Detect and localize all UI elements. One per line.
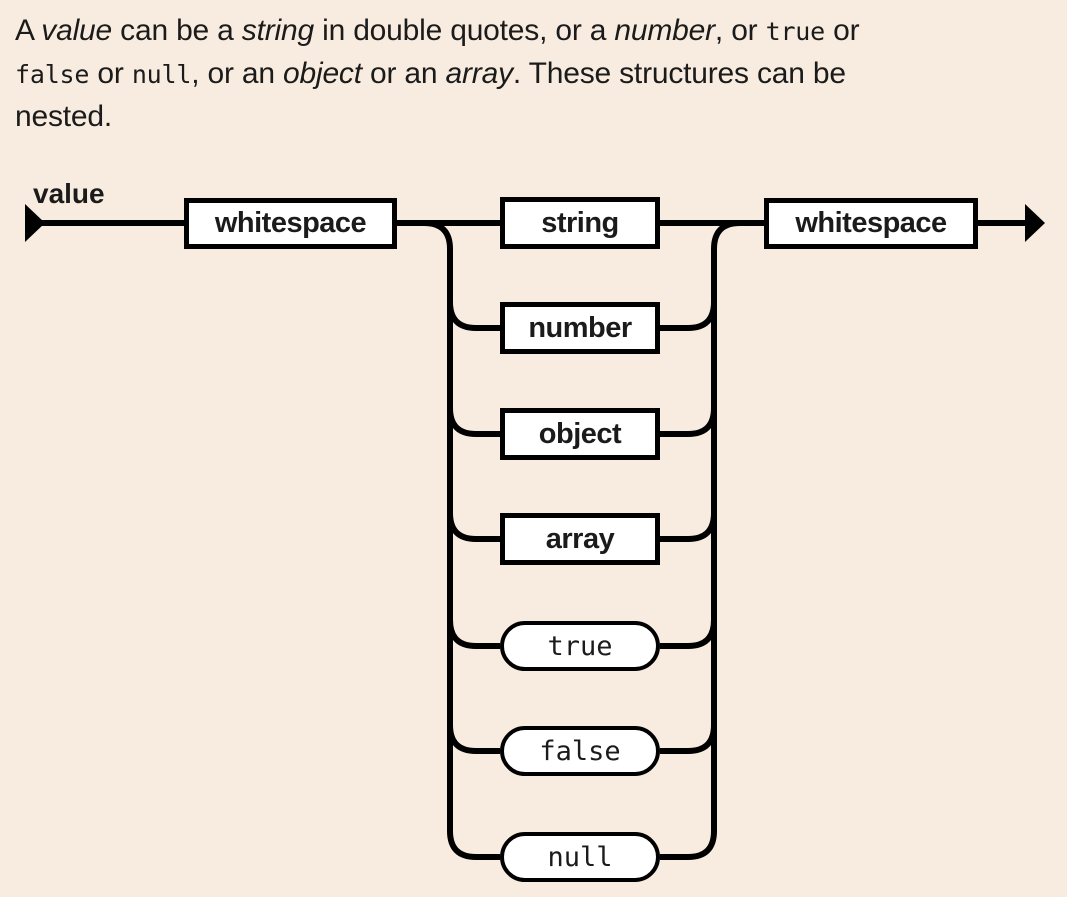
intro-line: nested. bbox=[15, 96, 1055, 138]
text-segment: or bbox=[89, 57, 132, 90]
node-null-label: null bbox=[547, 841, 613, 873]
node-string: string bbox=[500, 197, 660, 249]
node-object: object bbox=[500, 408, 660, 460]
branch-false-left bbox=[447, 724, 500, 754]
node-array: array bbox=[500, 513, 660, 565]
left-branch-rail bbox=[423, 220, 500, 860]
node-false-literal: false bbox=[500, 726, 660, 776]
text-segment: can be a bbox=[112, 14, 242, 47]
intro-line: A value can be a string in double quotes… bbox=[15, 10, 1055, 53]
branch-object-left bbox=[447, 407, 500, 437]
node-number: number bbox=[500, 302, 660, 354]
end-arrow-icon bbox=[1025, 204, 1045, 242]
branch-false-right bbox=[660, 724, 717, 754]
literal-code: false bbox=[15, 60, 90, 89]
node-array-label: array bbox=[545, 522, 615, 555]
branch-true-left bbox=[447, 619, 500, 649]
intro-paragraph: A value can be a string in double quotes… bbox=[15, 10, 1055, 138]
node-object-label: object bbox=[538, 417, 622, 450]
text-segment: or bbox=[825, 14, 860, 47]
text-segment: A bbox=[15, 14, 42, 47]
term-italic: object bbox=[283, 57, 362, 90]
text-segment: or an bbox=[361, 57, 446, 90]
branch-array-left bbox=[447, 512, 500, 542]
node-string-label: string bbox=[541, 206, 619, 239]
branch-number-left bbox=[447, 301, 500, 331]
literal-code: null bbox=[131, 60, 192, 89]
text-segment: in double quotes, or a bbox=[313, 14, 615, 47]
node-whitespace-right: whitespace bbox=[764, 198, 978, 249]
node-whitespace-left: whitespace bbox=[184, 198, 397, 249]
node-true-literal: true bbox=[500, 621, 660, 671]
branch-true-right bbox=[660, 619, 717, 649]
text-segment: , or an bbox=[191, 57, 284, 90]
node-whitespace-right-label: whitespace bbox=[795, 207, 947, 239]
intro-line: false or null, or an object or an array.… bbox=[15, 53, 1055, 96]
term-italic: array bbox=[445, 57, 514, 90]
node-true-label: true bbox=[547, 630, 613, 662]
branch-object-right bbox=[660, 407, 717, 437]
rule-name-label: value bbox=[33, 178, 105, 209]
node-number-label: number bbox=[528, 311, 632, 344]
term-italic: number bbox=[614, 14, 715, 47]
text-segment: nested. bbox=[15, 100, 113, 133]
branch-array-right bbox=[660, 512, 717, 542]
node-false-label: false bbox=[539, 735, 621, 767]
branch-number-right bbox=[660, 301, 717, 331]
text-segment: . These structures can be bbox=[512, 57, 846, 90]
node-null-literal: null bbox=[500, 832, 660, 882]
node-whitespace-left-label: whitespace bbox=[214, 207, 367, 239]
right-branch-rail bbox=[660, 220, 741, 860]
term-italic: string bbox=[241, 14, 314, 47]
start-arrow-icon bbox=[25, 204, 45, 242]
text-segment: , or bbox=[714, 14, 766, 47]
term-italic: value bbox=[41, 14, 113, 47]
literal-code: true bbox=[765, 17, 826, 46]
